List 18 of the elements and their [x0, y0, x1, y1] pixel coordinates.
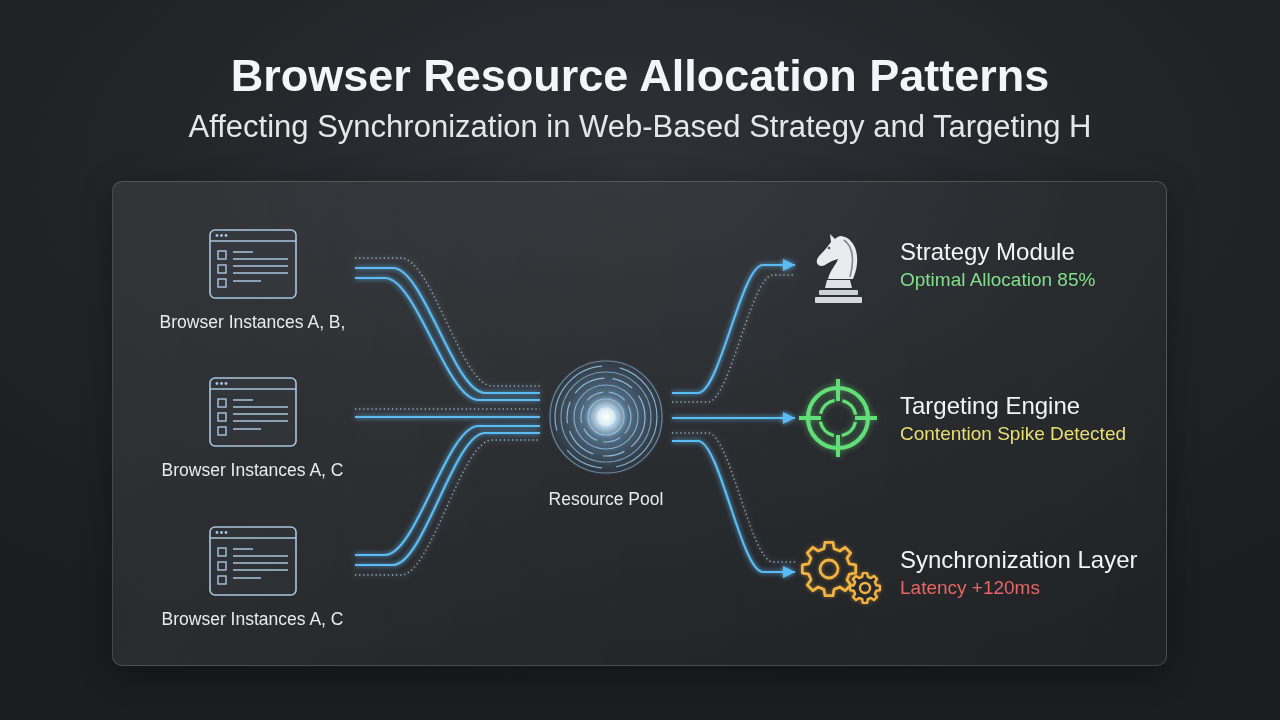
- title: Browser Resource Allocation Patterns: [230, 49, 1050, 102]
- dotted-line: [671, 274, 796, 403]
- module-title: Synchronization Layer: [900, 546, 1138, 574]
- connector-line: [355, 415, 540, 419]
- instance-label: Browser Instances A, C: [161, 459, 344, 481]
- instance-label: Browser Instances A, C: [161, 608, 344, 630]
- module-title: Targeting Engine: [900, 392, 1081, 420]
- status-text: Latency +120ms: [900, 576, 1040, 600]
- status-text: Optimal Allocation 85%: [900, 268, 1096, 292]
- status-text: Contention Spike Detected: [900, 422, 1127, 446]
- module-title: Strategy Module: [900, 238, 1075, 266]
- pool-label: Resource Pool: [548, 488, 664, 510]
- arrow: [672, 259, 795, 395]
- subtitle: Affecting Synchronization in Web-Based Strategy and Targeting H: [188, 109, 1092, 145]
- arrow: [672, 412, 795, 424]
- dotted-line: [671, 432, 796, 563]
- arrow: [672, 439, 795, 578]
- instance-label: Browser Instances A, B,: [159, 311, 346, 333]
